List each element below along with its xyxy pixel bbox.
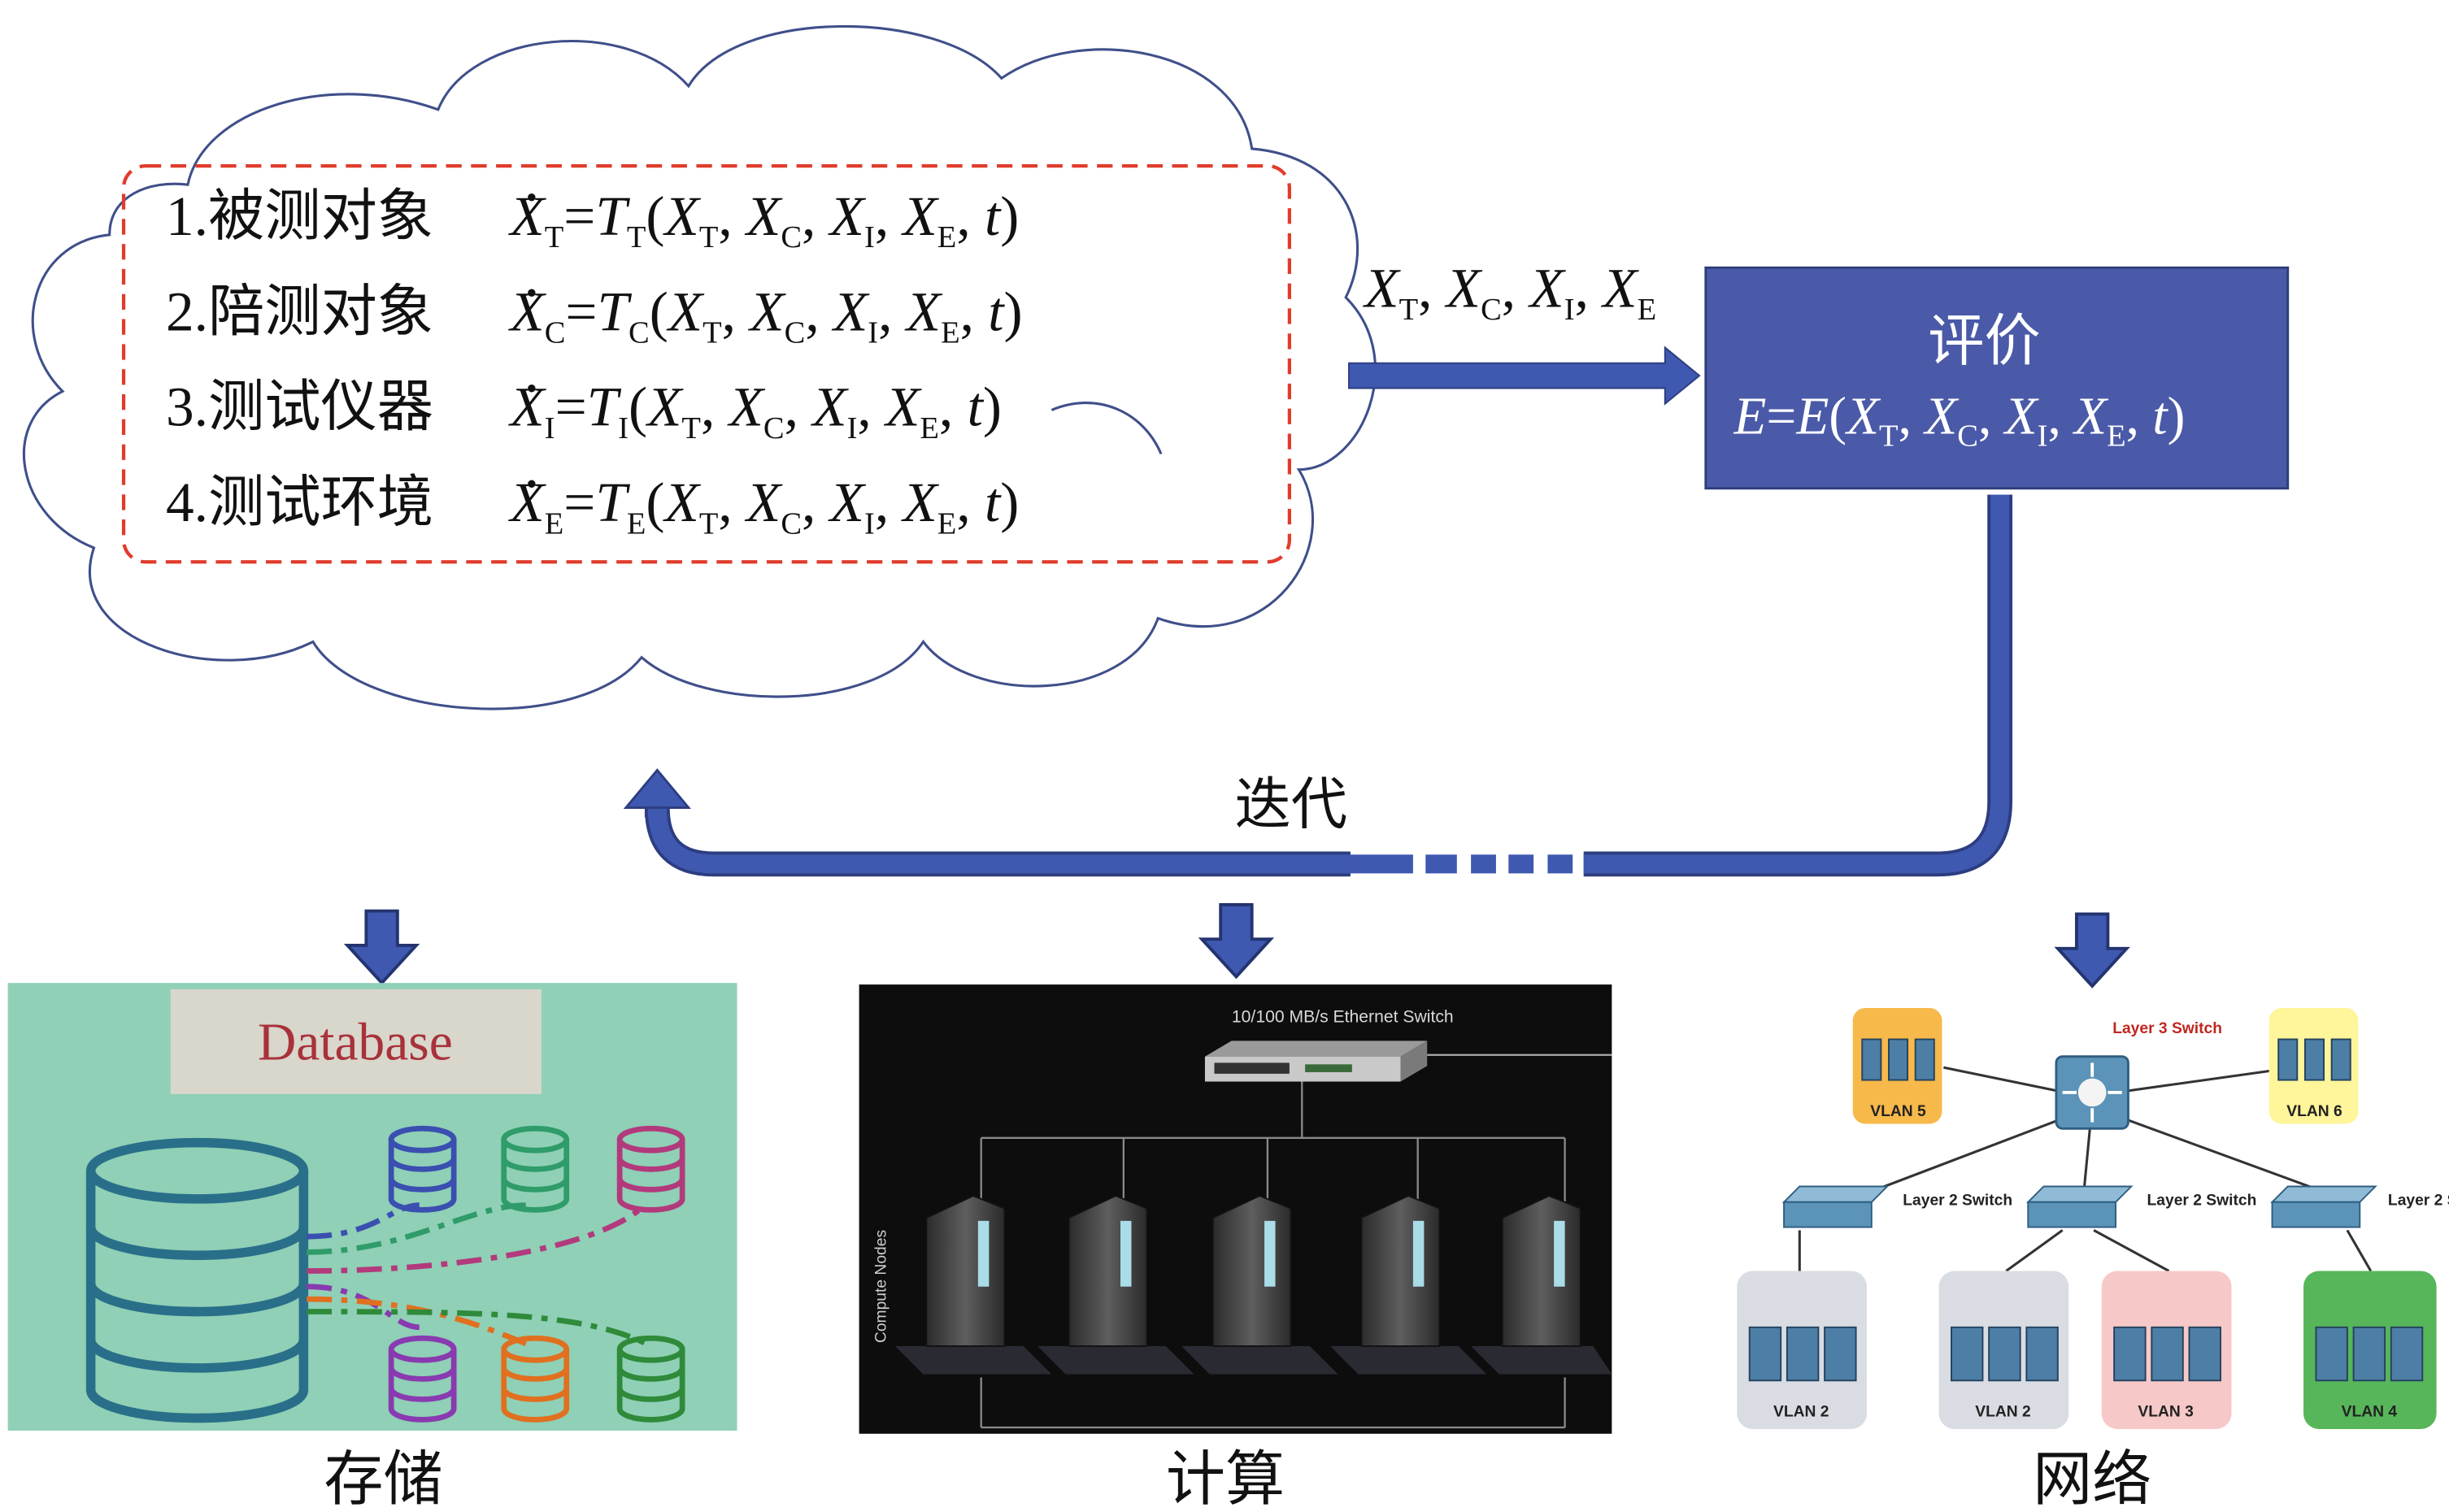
vlan-label: VLAN 5 [1870,1103,1926,1120]
svg-text:XE=TE(XT, XC, XI, XE, t): XE=TE(XT, XC, XI, XE, t) [507,471,1019,541]
vlan-box: VLAN 6 [2268,1008,2359,1124]
layer2-switch-label: Layer 2 Switch [2147,1193,2257,1210]
server-node-icon [1037,1195,1194,1375]
database-icon-blue [388,1125,457,1213]
model-list: 1.被测对象 . XT=TT(XT, XC, XI, XE, t) 2.陪测对象… [166,159,1023,541]
vlan-label: VLAN 3 [2138,1404,2194,1421]
iteration-label: 迭代 [1235,773,1348,836]
cloud-outline [23,24,1377,710]
storage-panel: Database [7,983,737,1431]
equation: . XE=TE(XT, XC, XI, XE, t) [507,446,1019,541]
network-caption: 网络 [2033,1447,2151,1512]
storage-caption: 存储 [324,1447,442,1512]
equation: . XC=TC(XT, XC, XI, XE, t) [507,255,1022,350]
item-label: 3.测试仪器 [166,376,433,438]
switch-label: 10/100 MB/s Ethernet Switch [1232,1007,1454,1026]
vlan-box: VLAN 3 [2101,1271,2232,1429]
layer3-switch-icon [2055,1055,2129,1130]
database-label-box [170,988,542,1094]
model-equations-box [121,163,1291,564]
list-item: 3.测试仪器 . XI=TI(XT, XC, XI, XE, t) [166,350,1002,445]
database-label: Database [258,1014,453,1072]
vlan-box: VLAN 4 [2303,1271,2437,1429]
svg-text:XT=TT(XT, XC, XI, XE, t): XT=TT(XT, XC, XI, XE, t) [507,185,1019,254]
svg-text:.: . [526,159,537,211]
server-node-icon [1471,1195,1612,1375]
vlan-box: VLAN 5 [1852,1008,1942,1124]
list-item: 1.被测对象 . XT=TT(XT, XC, XI, XE, t) [166,159,1019,254]
database-icon-green [501,1125,570,1213]
database-icon-purple [388,1335,457,1423]
network-links [1798,1066,2373,1272]
database-icon-magenta [616,1125,685,1213]
vlan-label: VLAN 6 [2286,1103,2342,1120]
svg-text:XC=TC(XT, XC, XI, XE, t): XC=TC(XT, XC, XI, XE, t) [507,280,1022,350]
iteration-arrowhead [623,768,691,809]
vlan-label: VLAN 4 [2342,1404,2398,1421]
database-icon-darkgreen [616,1335,685,1423]
item-label: 1.被测对象 [166,185,433,247]
compute-nodes-label: Compute Nodes [872,1230,890,1343]
arrow-to-evaluation [1348,345,1701,406]
server-node-icon [894,1195,1052,1375]
vlan-box: VLAN 2 [1737,1271,1868,1429]
server-node-icon [1329,1195,1487,1375]
evaluation-title: 评价 [1928,310,2041,372]
down-arrow [2054,912,2130,988]
iteration-dashes [1350,854,1573,874]
compute-caption: 计算 [1166,1447,1285,1512]
svg-text:XT, XC, XI, XE: XT, XC, XI, XE [1362,256,1656,326]
svg-text:.: . [526,446,537,497]
layer2-switch-label: Layer 2 Switch [2388,1193,2449,1210]
ethernet-switch-icon [1204,1041,1428,1082]
layer2-switch-icon [1781,1185,1890,1228]
vlan-box: VLAN 2 [1938,1271,2069,1429]
item-label: 2.陪测对象 [166,280,433,342]
thought-cloud [23,24,1377,710]
down-arrow [1198,902,1275,980]
cloud-inner-curve [1051,402,1163,454]
vlan-label: VLAN 2 [1975,1404,2030,1421]
item-label: 4.测试环境 [166,471,433,533]
server-node-icon [1181,1195,1338,1375]
svg-text:XI=TI(XT, XC, XI, XE, t): XI=TI(XT, XC, XI, XE, t) [507,376,1002,445]
equation: . XI=TI(XT, XC, XI, XE, t) [507,350,1002,445]
layer2-switch-icon [2025,1185,2134,1228]
equation: . XT=TT(XT, XC, XI, XE, t) [507,159,1019,254]
evaluation-formula: E=E(XT, XC, XI, XE, t) [1733,387,2185,453]
svg-text:.: . [526,350,537,402]
iteration-loop: 迭代 [623,494,2013,877]
list-item: 2.陪测对象 . XC=TC(XT, XC, XI, XE, t) [166,255,1023,350]
network-wiring [980,1081,1566,1429]
list-item: 4.测试环境 . XE=TE(XT, XC, XI, XE, t) [166,446,1019,541]
layer2-switch-icon [2270,1185,2377,1228]
state-vars-label: XT, XC, XI, XE [1362,256,1656,326]
vlan-label: VLAN 2 [1773,1404,1829,1421]
database-icon-large [85,1137,309,1423]
network-panel: Layer 3 Switch Layer 2 Switch Layer 2 Sw… [1737,1008,2449,1429]
layer3-switch-label: Layer 3 Switch [2112,1020,2222,1037]
svg-text:.: . [526,255,537,306]
database-icon-orange [501,1335,570,1423]
evaluation-box: 评价 E=E(XT, XC, XI, XE, t) [1704,266,2290,490]
compute-panel: 10/100 MB/s Ethernet Switch Compute Node… [859,984,1612,1434]
down-arrow [343,909,420,986]
layer2-switch-label: Layer 2 Switch [1903,1193,2012,1210]
